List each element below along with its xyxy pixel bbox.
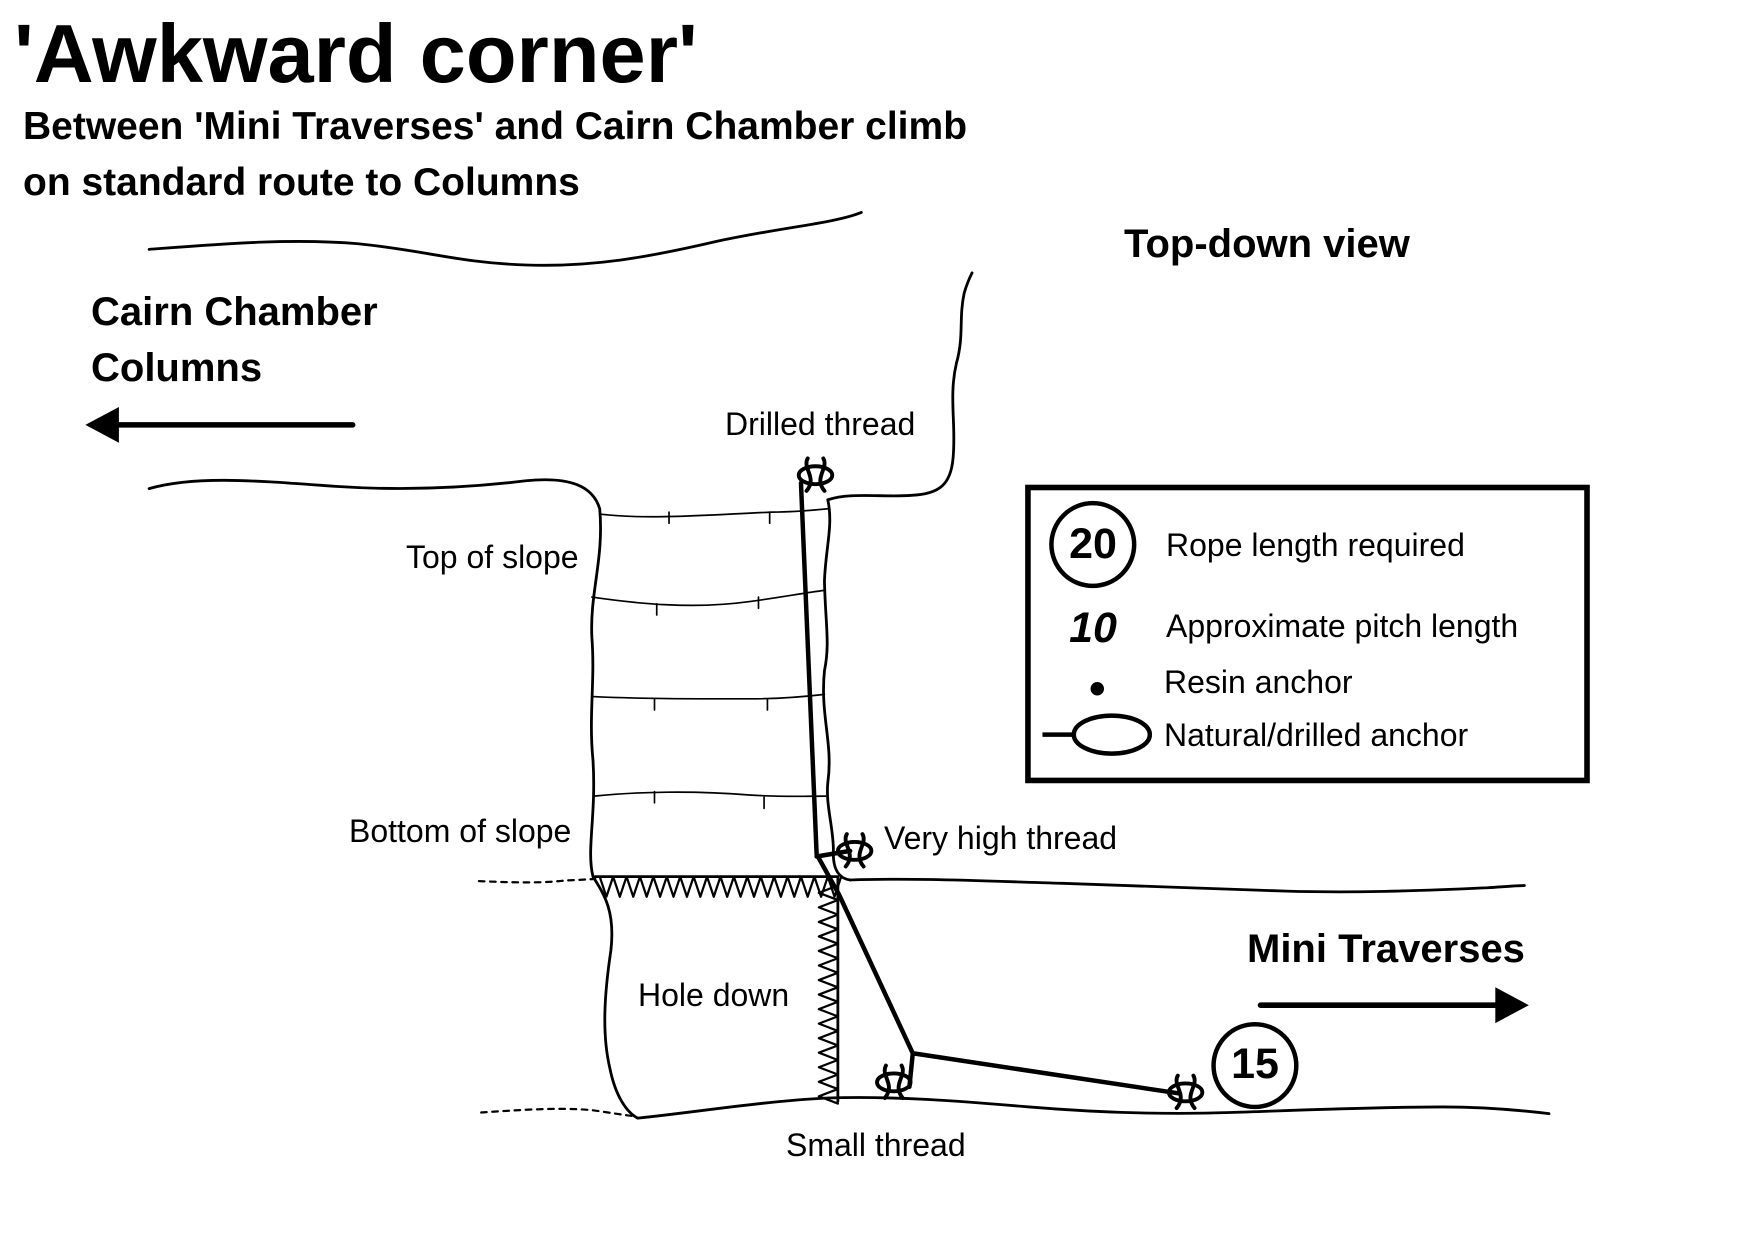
page-title: 'Awkward corner'	[14, 7, 698, 100]
view-label: Top-down view	[1124, 222, 1410, 266]
legend-rope-circle	[1049, 500, 1137, 589]
direction-left-line-1: Cairn Chamber	[91, 290, 378, 334]
legend-box	[1025, 484, 1590, 784]
pitch-edge-hatching-side	[817, 884, 839, 1105]
direction-left-line-2: Columns	[91, 346, 263, 390]
rope-line-traverse	[910, 1051, 1183, 1096]
slope-right-wall	[822, 498, 852, 882]
label-very-high-thread: Very high thread	[884, 820, 1118, 856]
slope-contour-4	[593, 791, 827, 798]
side-rift-wall	[826, 271, 974, 502]
legend-rope-length-text: Rope length required	[1166, 527, 1465, 563]
rope-length-number: 15	[1231, 1040, 1279, 1088]
slope-contour-1	[601, 507, 829, 518]
pitch-edge-hatching-top	[598, 875, 843, 898]
direction-right-label: Mini Traverses	[1247, 927, 1525, 971]
dashed-continuation-lower	[480, 1107, 634, 1118]
rope-line-rebelay	[814, 848, 853, 859]
rope-length-circle	[1211, 1021, 1299, 1110]
label-top-of-slope: Top of slope	[406, 539, 579, 575]
thread-anchors	[796, 456, 1205, 1111]
slope-contour-2	[591, 589, 826, 607]
arrow-right-head	[1495, 987, 1529, 1024]
label-drilled-thread: Drilled thread	[725, 406, 916, 442]
subtitle-line-1: Between 'Mini Traverses' and Cairn Chamb…	[23, 105, 968, 148]
slope-contour-3	[592, 693, 826, 700]
lower-passage-upper-wall	[848, 877, 1526, 894]
legend-resin-anchor-text: Resin anchor	[1164, 664, 1353, 700]
arrow-left-head	[85, 406, 119, 443]
legend-resin-dot-icon	[1090, 682, 1104, 696]
label-small-thread: Small thread	[786, 1127, 966, 1163]
legend-pitch-length-symbol: 10	[1069, 604, 1117, 652]
traverse-thread-anchor-icon	[1166, 1073, 1205, 1111]
legend-rope-length-symbol: 20	[1069, 520, 1117, 568]
slope-contour-ticks	[653, 511, 771, 810]
legend-natural-anchor-text: Natural/drilled anchor	[1164, 717, 1469, 753]
dashed-continuation-upper	[477, 877, 597, 884]
drilled-thread-anchor-icon	[796, 456, 835, 493]
pitch-edge-hatching	[598, 875, 843, 1105]
upper-passage-wall	[147, 211, 863, 267]
rope-line	[798, 480, 916, 1090]
subtitle-line-2: on standard route to Columns	[23, 161, 580, 204]
legend-pitch-length-text: Approximate pitch length	[1166, 608, 1519, 644]
upper-passage-floor-wall	[147, 478, 640, 1120]
very-high-thread-anchor-icon	[835, 832, 874, 869]
label-hole-down: Hole down	[638, 977, 790, 1013]
legend-natural-anchor-ellipse-icon	[1071, 713, 1153, 756]
label-bottom-of-slope: Bottom of slope	[349, 813, 572, 849]
small-thread-anchor-icon	[875, 1063, 913, 1100]
lower-passage-floor-wall	[636, 1096, 1551, 1120]
